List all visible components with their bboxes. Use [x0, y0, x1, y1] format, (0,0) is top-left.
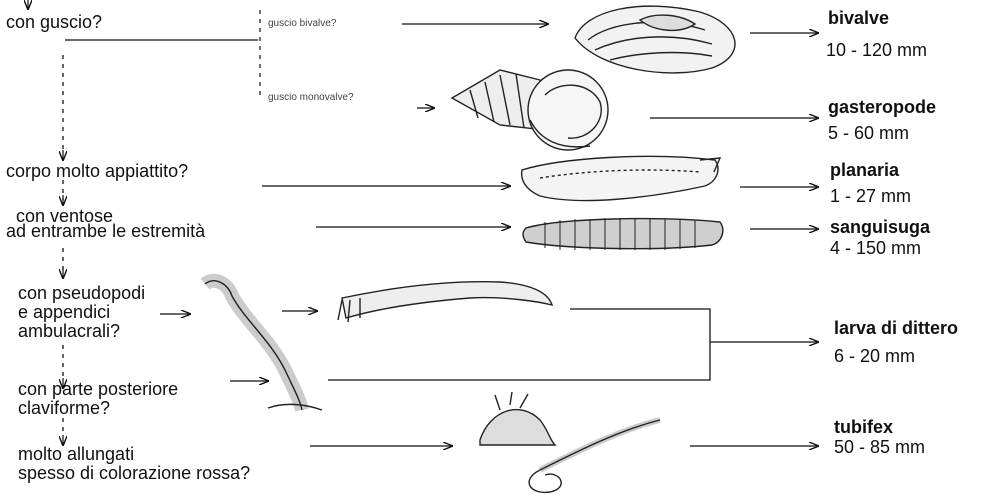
- question-flattened-body: corpo molto appiattito?: [6, 162, 188, 180]
- result-name-planaria: planaria: [830, 160, 899, 181]
- question-pseudopods-line3: ambulacrali?: [18, 322, 120, 340]
- question-shell: con guscio?: [6, 13, 102, 31]
- question-club-shaped-line2: claviforme?: [18, 399, 110, 417]
- result-name-sanguisuga: sanguisuga: [830, 217, 930, 238]
- question-pseudopods-line1: con pseudopodi: [18, 284, 145, 302]
- larva-horizontal-illustration: [338, 282, 552, 322]
- question-club-shaped-line1: con parte posteriore: [18, 380, 178, 398]
- result-size-larva-di-dittero: 6 - 20 mm: [834, 346, 915, 367]
- bivalve-illustration: [575, 6, 735, 73]
- result-name-gasteropode: gasteropode: [828, 97, 936, 118]
- planaria-illustration: [522, 156, 720, 200]
- result-size-gasteropode: 5 - 60 mm: [828, 123, 909, 144]
- result-name-tubifex: tubifex: [834, 417, 893, 438]
- result-size-bivalve: 10 - 120 mm: [826, 40, 927, 61]
- result-name-larva-di-dittero: larva di dittero: [834, 318, 958, 339]
- sanguisuga-illustration: [523, 218, 723, 250]
- larva-bracket: [328, 309, 818, 380]
- question-pseudopods-line2: e appendici: [18, 303, 110, 321]
- option-monovalve-shell: guscio monovalve?: [268, 92, 354, 103]
- tubifex-illustration: [480, 392, 660, 492]
- larva-vertical-illustration: [205, 281, 322, 410]
- question-elongated-line2: spesso di colorazione rossa?: [18, 464, 250, 482]
- result-name-bivalve: bivalve: [828, 8, 889, 29]
- result-size-tubifex: 50 - 85 mm: [834, 437, 925, 458]
- result-size-sanguisuga: 4 - 150 mm: [830, 238, 921, 259]
- question-elongated-line1: molto allungati: [18, 445, 134, 463]
- option-bivalve-shell: guscio bivalve?: [268, 18, 336, 29]
- question-suckers-line2: ad entrambe le estremità: [6, 222, 205, 240]
- gasteropode-illustration: [452, 70, 608, 150]
- result-size-planaria: 1 - 27 mm: [830, 186, 911, 207]
